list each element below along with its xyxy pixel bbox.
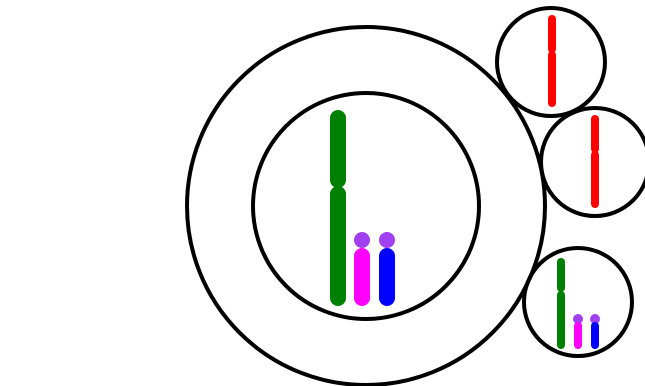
satellite-chromosome-1 — [354, 232, 370, 298]
main-cell-membrane — [187, 27, 545, 385]
satellite-chromosome-2 — [379, 232, 395, 298]
satellite-chromosome-2-tip — [379, 232, 395, 248]
small-cell-1 — [497, 8, 605, 116]
small-cell-2 — [541, 108, 645, 216]
small-cell-3 — [524, 248, 632, 356]
satellite-chromosome-1-tip — [354, 232, 370, 248]
